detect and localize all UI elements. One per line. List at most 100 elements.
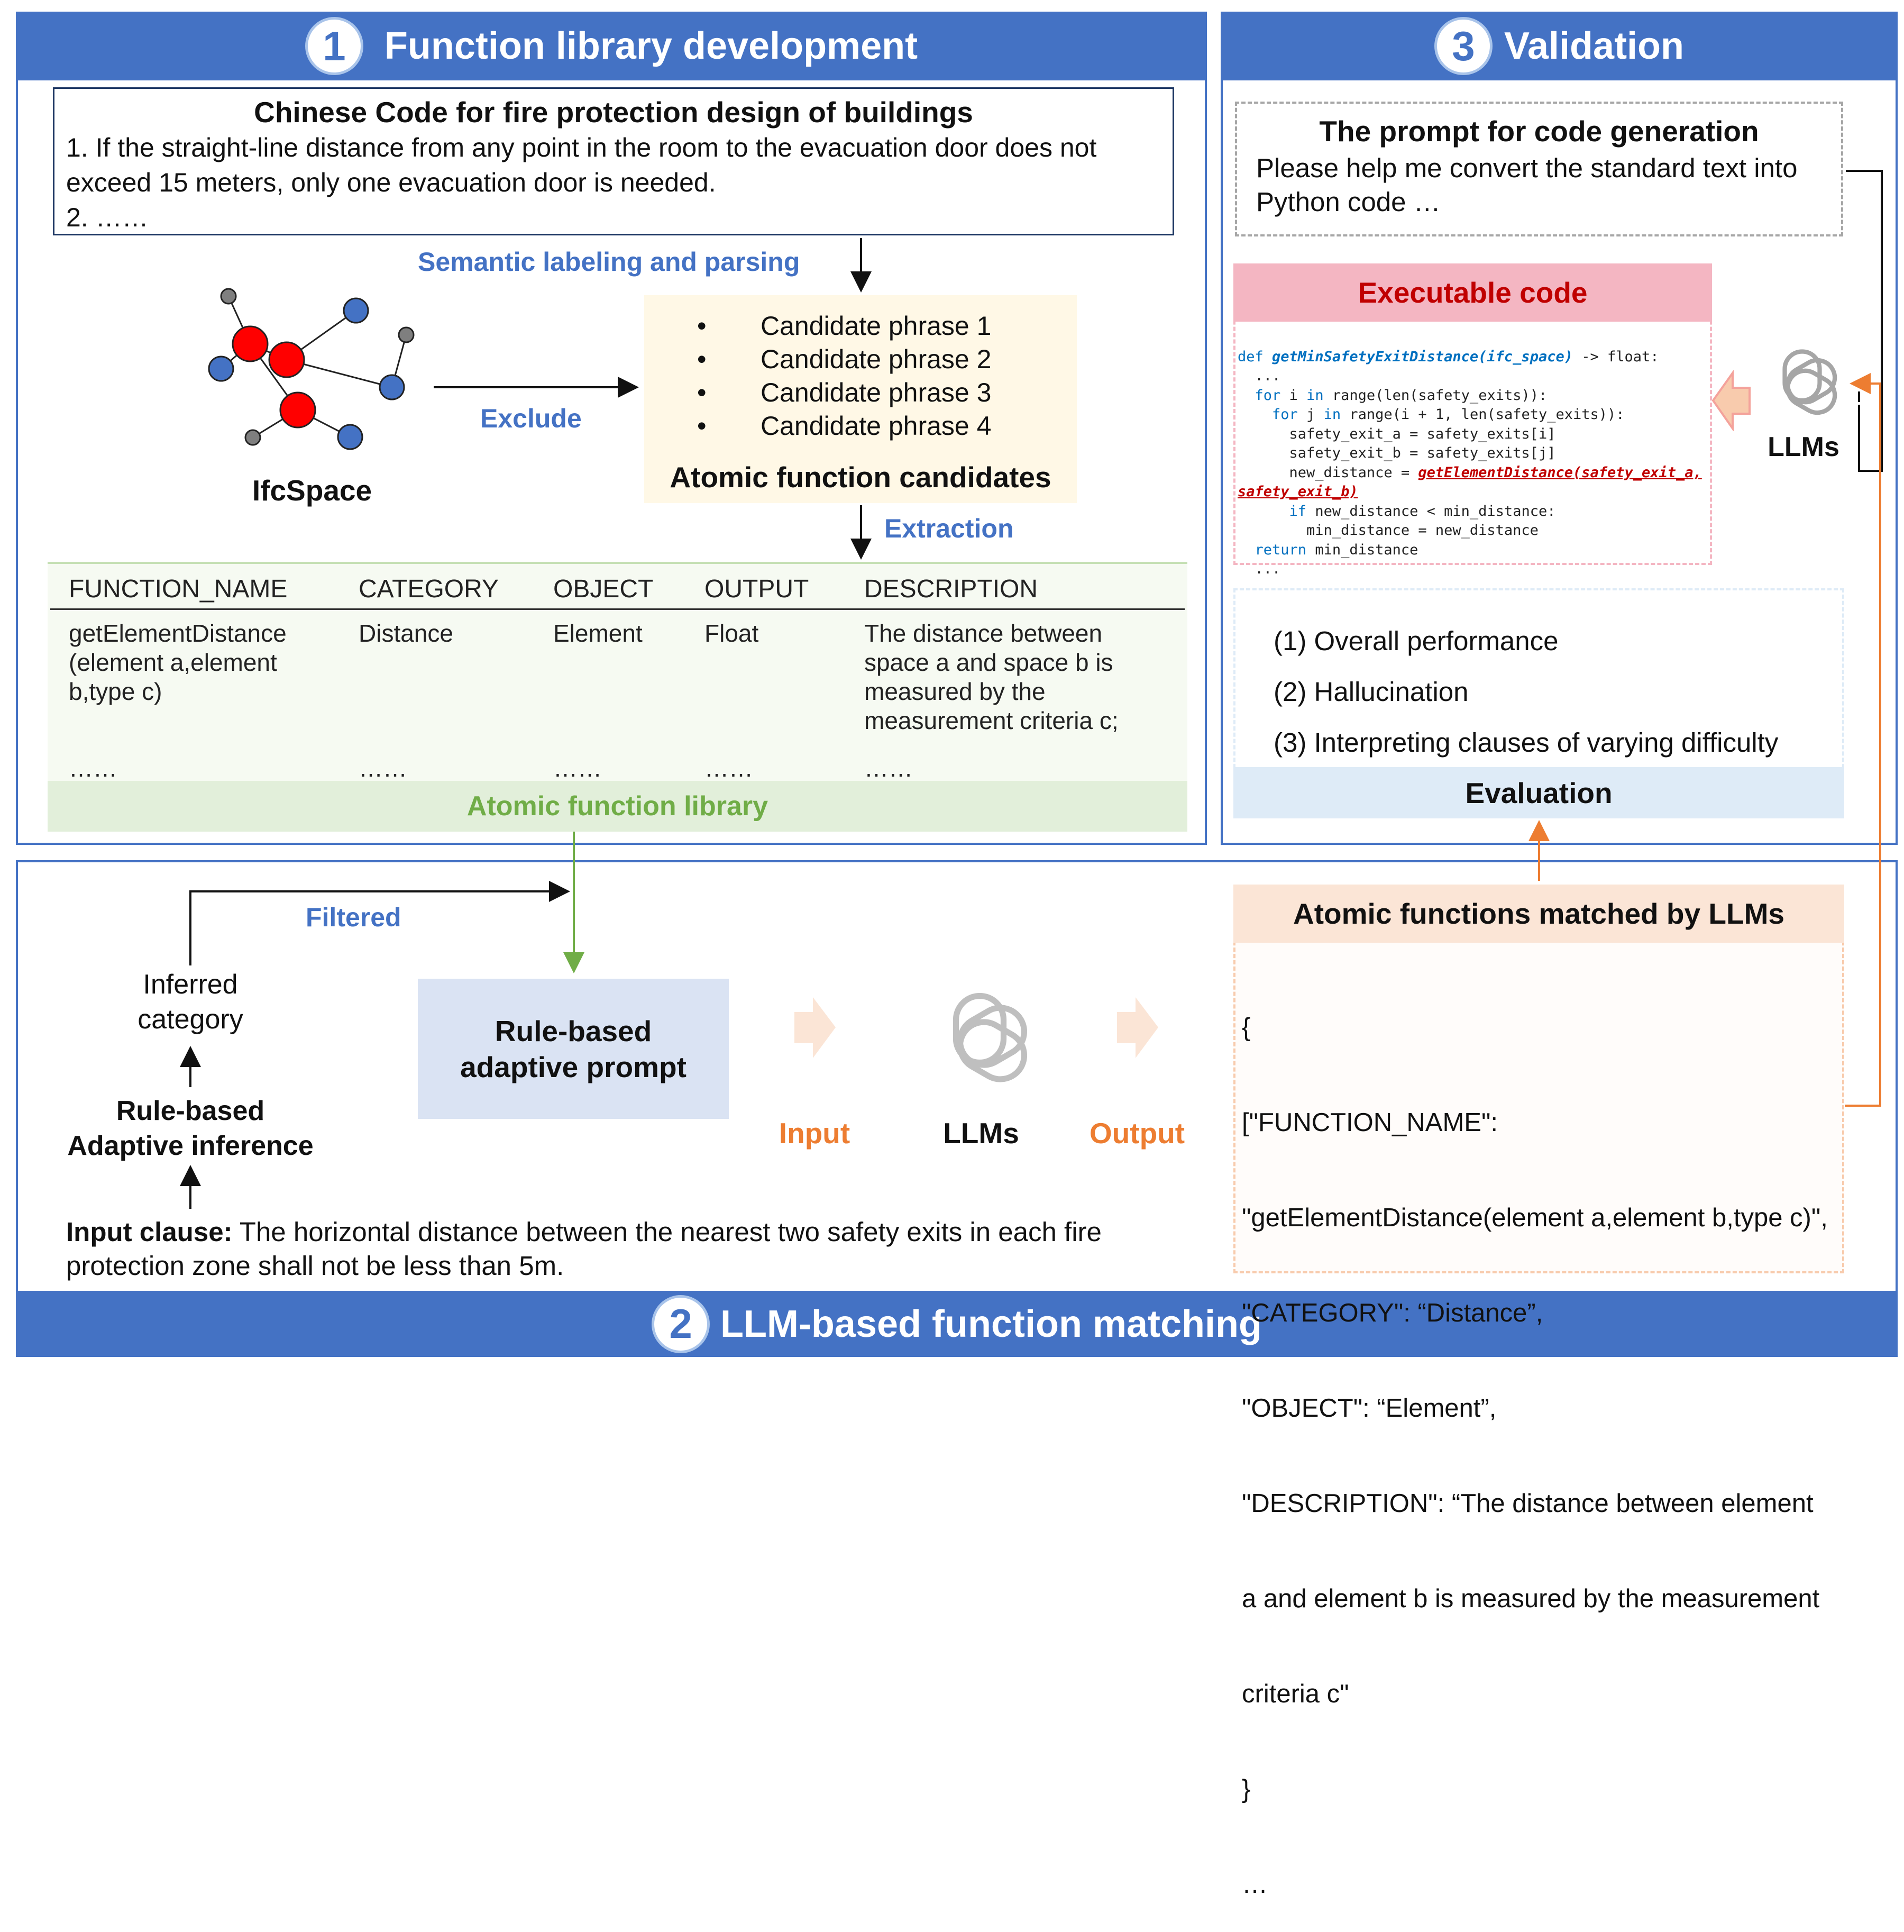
matched-functions-json: { ["FUNCTION_NAME": "getElementDistance(… bbox=[1242, 948, 1892, 1932]
rule-based-inference-label: Rule-based Adaptive inference bbox=[67, 1096, 314, 1161]
evaluation-list: (1) Overall performance (2) Hallucinatio… bbox=[1274, 616, 1834, 768]
extraction-label: Extraction bbox=[884, 514, 1014, 543]
code-box-line-1: 1. If the straight-line distance from an… bbox=[66, 133, 1097, 162]
input-arrow-icon bbox=[794, 997, 836, 1058]
llm-label-validation: LLMs bbox=[1768, 432, 1839, 462]
evaluation-item: (1) Overall performance bbox=[1274, 626, 1559, 656]
function-library-header: 1 Function library development bbox=[16, 12, 1207, 80]
table-header-rule bbox=[50, 608, 1185, 610]
json-line: } bbox=[1242, 1775, 1251, 1803]
prompt-line-2: Python code … bbox=[1256, 187, 1441, 217]
atomic-function-library-label: Atomic function library bbox=[466, 791, 768, 822]
cell-output: Float bbox=[704, 619, 759, 647]
prompt-title: The prompt for code generation bbox=[1319, 115, 1759, 148]
code-line: for i in range(len(safety_exits)): bbox=[1255, 387, 1548, 404]
input-clause-text-1: The horizontal distance between the near… bbox=[232, 1217, 1102, 1247]
code-line: ... bbox=[1238, 368, 1281, 384]
code-line: safety_exit_b = safety_exits[j] bbox=[1238, 445, 1556, 461]
pink-arrow-icon bbox=[1711, 370, 1751, 431]
code-line: def getMinSafetyExitDistance(ifc_space) … bbox=[1238, 348, 1659, 365]
matched-functions-header: Atomic functions matched by LLMs bbox=[1233, 885, 1844, 943]
candidate-list: •Candidate phrase 1 •Candidate phrase 2 … bbox=[697, 309, 1067, 443]
code-line: safety_exit_b) bbox=[1238, 484, 1358, 500]
evaluation-item: (3) Interpreting clauses of varying diff… bbox=[1274, 727, 1779, 758]
code-line: ... bbox=[1238, 561, 1281, 577]
section-title-3: Validation bbox=[1504, 25, 1685, 67]
column-header-object: OBJECT bbox=[553, 575, 654, 603]
ellipsis-cell: …… bbox=[359, 754, 407, 782]
output-arrow-icon bbox=[1117, 997, 1158, 1058]
candidates-title: Atomic function candidates bbox=[670, 461, 1051, 494]
code-box-line-3: 2. …… bbox=[66, 203, 149, 232]
evaluation-title: Evaluation bbox=[1465, 776, 1613, 809]
ellipsis-cell: …… bbox=[69, 754, 117, 782]
column-header-category: CATEGORY bbox=[359, 575, 499, 603]
code-text-box: Chinese Code for fire protection design … bbox=[53, 87, 1174, 235]
json-line: … bbox=[1242, 1870, 1268, 1899]
ifcspace-label: IfcSpace bbox=[252, 474, 372, 507]
rule-prompt-line-2: adaptive prompt bbox=[460, 1050, 686, 1083]
input-clause-text-2: protection zone shall not be less than 5… bbox=[66, 1251, 564, 1281]
json-line: "CATEGORY": “Distance”, bbox=[1242, 1299, 1543, 1327]
output-label: Output bbox=[1089, 1117, 1185, 1150]
inferred-category-label: Inferred category bbox=[138, 969, 243, 1035]
llm-logo-icon bbox=[1782, 349, 1837, 415]
evaluation-footer: Evaluation bbox=[1233, 767, 1844, 818]
cell-function-name: getElementDistance (element a,element b,… bbox=[69, 619, 287, 705]
code-line: safety_exit_a = safety_exits[i] bbox=[1238, 425, 1556, 442]
prompt-line-1: Please help me convert the standard text… bbox=[1256, 153, 1798, 183]
matched-functions-title: Atomic functions matched by LLMs bbox=[1293, 897, 1784, 930]
code-line: for j in range(i + 1, len(safety_exits))… bbox=[1272, 406, 1625, 423]
column-header-function-name: FUNCTION_NAME bbox=[69, 575, 288, 603]
cell-description: The distance between space a and space b… bbox=[864, 619, 1119, 734]
code-line: new_distance = getElementDistance(safety… bbox=[1238, 464, 1702, 481]
filtered-label: Filtered bbox=[306, 903, 401, 932]
candidate-item: •Candidate phrase 4 bbox=[697, 411, 992, 441]
ifcspace-graph-icon bbox=[208, 288, 415, 450]
semantic-labeling-label: Semantic labeling and parsing bbox=[418, 247, 800, 277]
section-title-1: Function library development bbox=[384, 25, 918, 67]
candidate-item: •Candidate phrase 3 bbox=[697, 378, 992, 407]
ellipsis-cell: …… bbox=[553, 754, 602, 782]
rule-based-prompt-box: Rule-based adaptive prompt bbox=[418, 979, 729, 1119]
json-line: "getElementDistance(element a,element b,… bbox=[1242, 1204, 1828, 1232]
json-line: "DESCRIPTION": “The distance between ele… bbox=[1242, 1489, 1814, 1518]
executable-code-title: Executable code bbox=[1358, 276, 1588, 309]
input-label: Input bbox=[779, 1117, 850, 1150]
matched-functions-box bbox=[1233, 885, 1844, 1273]
input-clause: Input clause: The horizontal distance be… bbox=[66, 1215, 1209, 1283]
exclude-label: Exclude bbox=[480, 404, 582, 433]
rule-prompt-line-1: Rule-based bbox=[495, 1014, 652, 1047]
code-line: return min_distance bbox=[1255, 541, 1418, 558]
column-header-description: DESCRIPTION bbox=[864, 575, 1038, 603]
code-box-line-2: exceed 15 meters, only one evacuation do… bbox=[66, 168, 716, 197]
section-number-3: 3 bbox=[1434, 17, 1493, 75]
evaluation-item: (2) Hallucination bbox=[1274, 677, 1469, 707]
section-number-2: 2 bbox=[652, 1295, 710, 1353]
column-header-output: OUTPUT bbox=[704, 575, 809, 603]
cell-category: Distance bbox=[359, 619, 453, 647]
code-box-title: Chinese Code for fire protection design … bbox=[254, 96, 973, 129]
ellipsis-cell: …… bbox=[864, 754, 913, 782]
section-title-2: LLM-based function matching bbox=[720, 1302, 1262, 1345]
executable-code-header: Executable code bbox=[1233, 263, 1712, 322]
json-line: { bbox=[1242, 1013, 1251, 1042]
llm-logo-icon bbox=[953, 992, 1028, 1082]
prompt-box: The prompt for code generation Please he… bbox=[1235, 102, 1843, 236]
llm-label-matching: LLMs bbox=[943, 1117, 1019, 1150]
candidate-item: •Candidate phrase 1 bbox=[697, 311, 992, 341]
function-matching-footer: 2 LLM-based function matching bbox=[16, 1291, 1898, 1357]
ellipsis-cell: …… bbox=[704, 754, 753, 782]
code-line: min_distance = new_distance bbox=[1238, 522, 1539, 539]
json-line: "OBJECT": “Element”, bbox=[1242, 1394, 1497, 1423]
python-code: def getMinSafetyExitDistance(ifc_space) … bbox=[1238, 328, 1711, 598]
validation-header: 3 Validation bbox=[1221, 12, 1898, 80]
json-line: criteria c" bbox=[1242, 1680, 1349, 1708]
atomic-function-library-footer: Atomic function library bbox=[48, 781, 1187, 832]
json-line: a and element b is measured by the measu… bbox=[1242, 1584, 1820, 1613]
candidate-item: •Candidate phrase 2 bbox=[697, 344, 992, 374]
code-line: if new_distance < min_distance: bbox=[1289, 503, 1556, 520]
cell-object: Element bbox=[553, 619, 643, 647]
json-line: ["FUNCTION_NAME": bbox=[1242, 1108, 1498, 1137]
input-clause-label: Input clause: bbox=[66, 1217, 233, 1247]
